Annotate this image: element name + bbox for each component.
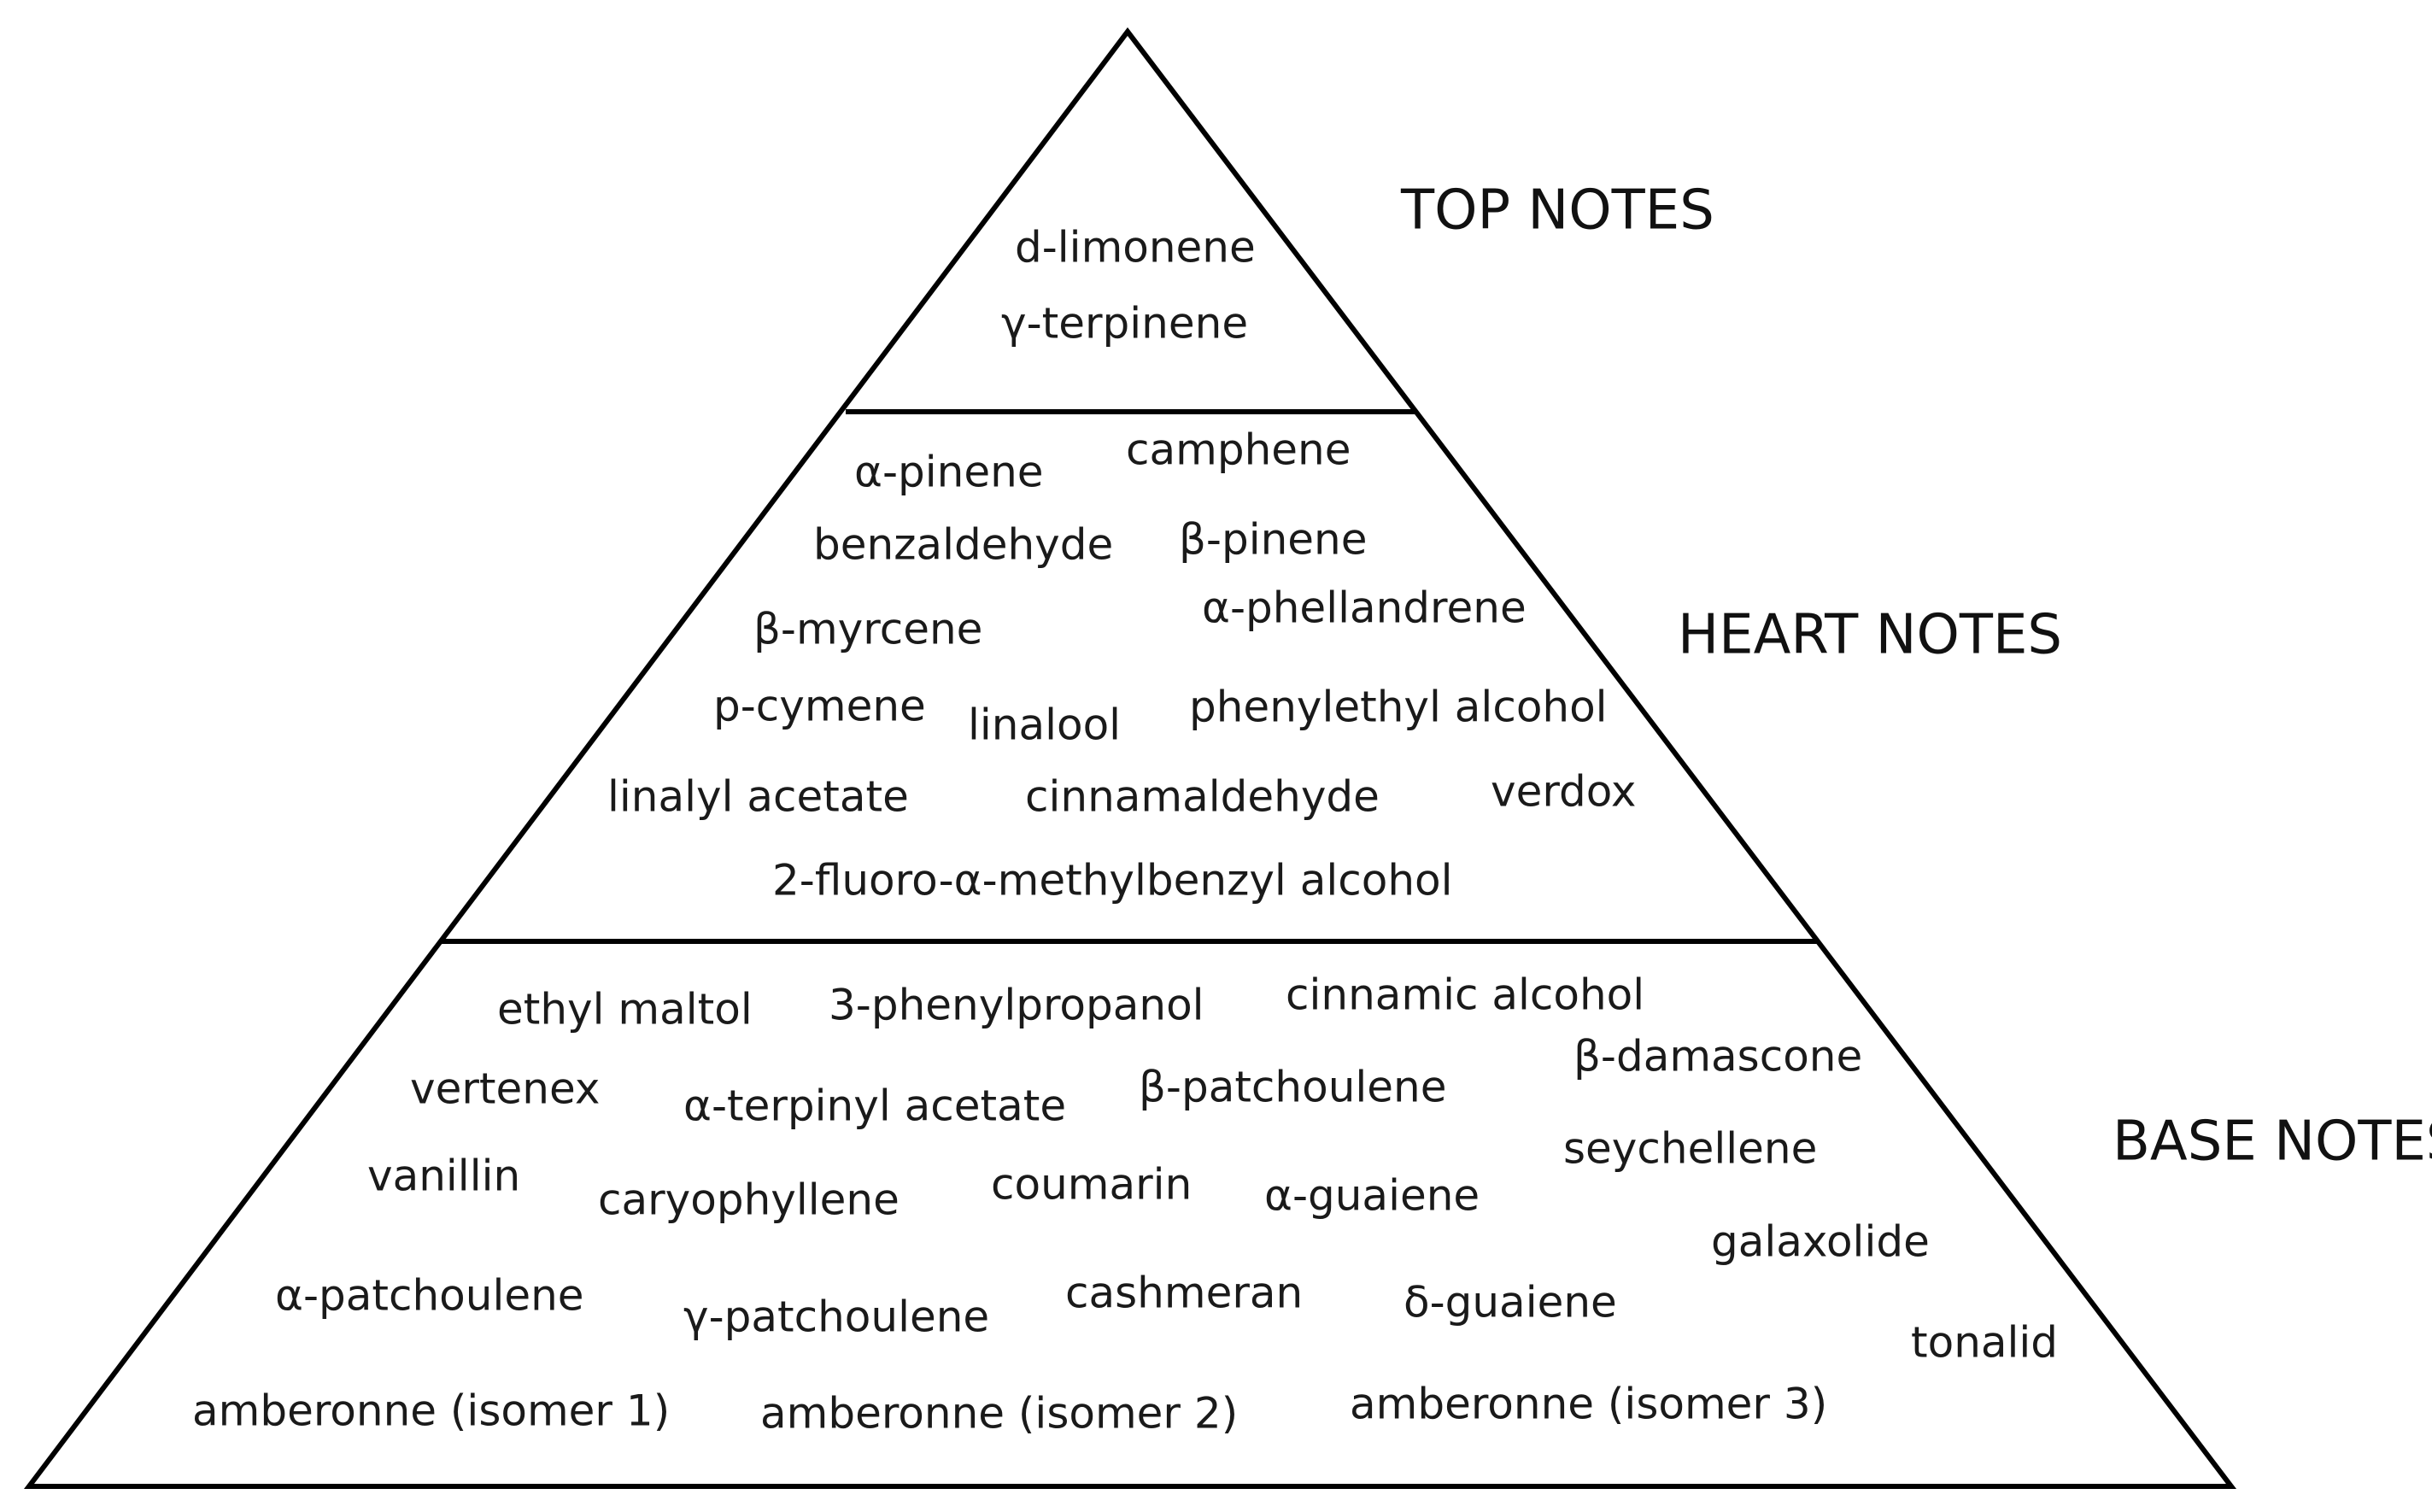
compound-beta-patchoulene: β-patchoulene [1139, 1063, 1447, 1112]
compound-linalyl-acetate: linalyl acetate [607, 772, 909, 822]
compound-amberonne-isomer-3: amberonne (isomer 3) [1350, 1380, 1827, 1429]
compound-alpha-pinene: α-pinene [854, 448, 1044, 497]
compound-phenylethyl-alcohol: phenylethyl alcohol [1189, 683, 1608, 732]
compound-amberonne-isomer-1: amberonne (isomer 1) [192, 1386, 670, 1436]
compound-tonalid: tonalid [1911, 1318, 2058, 1368]
compound-vertenex: vertenex [410, 1064, 600, 1114]
compound-cashmeran: cashmeran [1065, 1269, 1303, 1318]
heart-notes-label: HEART NOTES [1678, 604, 2062, 667]
compound-p-cymene: p-cymene [713, 682, 926, 731]
compound-alpha-terpinyl-acetate: α-terpinyl acetate [683, 1081, 1066, 1131]
compound-amberonne-isomer-2: amberonne (isomer 2) [760, 1389, 1238, 1439]
compound-cinnamic-alcohol: cinnamic alcohol [1286, 970, 1644, 1020]
compound-alpha-phellandrene: α-phellandrene [1202, 583, 1527, 633]
compound-ethyl-maltol: ethyl maltol [497, 985, 753, 1034]
compound-cinnamaldehyde: cinnamaldehyde [1025, 772, 1380, 822]
compound-gamma-patchoulene: γ-patchoulene [683, 1292, 989, 1342]
compound-caryophyllene: caryophyllene [598, 1175, 900, 1225]
compound-linalool: linalool [968, 700, 1121, 750]
compound-delta-guaiene: δ-guaiene [1404, 1278, 1617, 1327]
compound-seychellene: seychellene [1563, 1124, 1817, 1174]
top-notes-label: TOP NOTES [1400, 179, 1714, 243]
compound-coumarin: coumarin [991, 1160, 1192, 1210]
compound-gamma-terpinene: γ-terpinene [1001, 299, 1248, 349]
compound-beta-myrcene: β-myrcene [753, 605, 982, 654]
compound-camphene: camphene [1126, 425, 1351, 475]
base-notes-label: BASE NOTES [2113, 1111, 2432, 1174]
compound-d-limonene: d-limonene [1015, 223, 1256, 273]
compound-alpha-guaiene: α-guaiene [1264, 1171, 1480, 1221]
compound-galaxolide: galaxolide [1711, 1217, 1930, 1267]
compound-beta-pinene: β-pinene [1179, 515, 1367, 565]
compound-vanillin: vanillin [367, 1152, 520, 1201]
compound-alpha-patchoulene: α-patchoulene [275, 1271, 584, 1321]
compound-3-phenylpropanol: 3-phenylpropanol [829, 981, 1204, 1030]
compound-benzaldehyde: benzaldehyde [813, 520, 1113, 570]
compound-2-fluoro-alpha-methylbenzyl-alcohol: 2-fluoro-α-methylbenzyl alcohol [772, 856, 1452, 905]
compound-beta-damascone: β-damascone [1573, 1032, 1862, 1081]
pyramid-outline [23, 27, 2237, 1489]
compound-verdox: verdox [1491, 767, 1636, 817]
